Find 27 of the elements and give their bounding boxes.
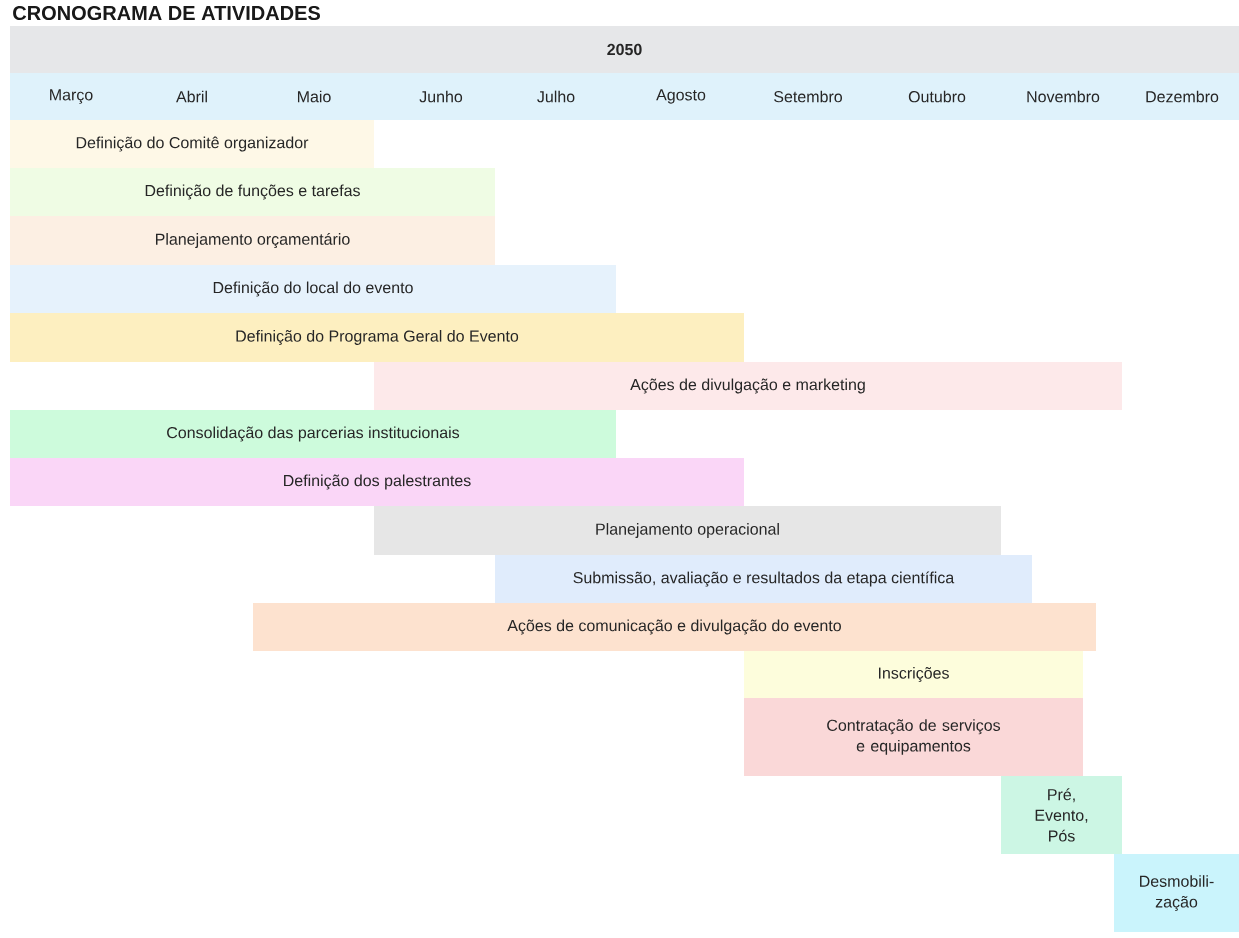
activity-bar: Definição do Comitê organizador [10,120,374,168]
month-label: Março [50,89,93,104]
activity-bar: Consolidação das parcerias institucionais [10,410,616,458]
activity-bar: Planejamento orçamentário [10,216,495,265]
activity-bar: Definição dos palestrantes [10,458,744,506]
month-label: Novembro [1027,90,1100,103]
activity-bar: Contratação de serviços e equipamentos [744,698,1083,776]
activity-bar: Planejamento operacional [374,506,1001,555]
activity-bar: Definição do Programa Geral do Evento [10,313,744,362]
chart-title: CRONOGRAMA DE ATIVIDADES [13,5,320,21]
activity-bar: Ações de comunicação e divulgação do evento [253,603,1096,651]
month-label: Julho [537,90,575,103]
month-label: Agosto [656,89,706,104]
year-header-band: 2050 [10,26,1239,73]
activity-bar: Ações de divulgação e marketing [374,362,1122,410]
month-label: Abril [176,90,207,103]
activity-bar: Pré, Evento, Pós [1001,776,1122,854]
month-label: Junho [419,90,463,103]
activity-bar: Desmobili-zação [1114,854,1239,932]
activity-bar: Definição do local do evento [10,265,616,313]
month-label: Outubro [908,90,966,103]
activity-bar: Definição de funções e tarefas [10,168,495,216]
month-label: Maio [298,90,331,103]
activity-bar: Submissão, avaliação e resultados da etapa científica [495,555,1032,603]
month-label: Setembro [774,90,842,103]
month-label: Dezembro [1146,90,1219,103]
activity-bar: Inscrições [744,651,1083,698]
